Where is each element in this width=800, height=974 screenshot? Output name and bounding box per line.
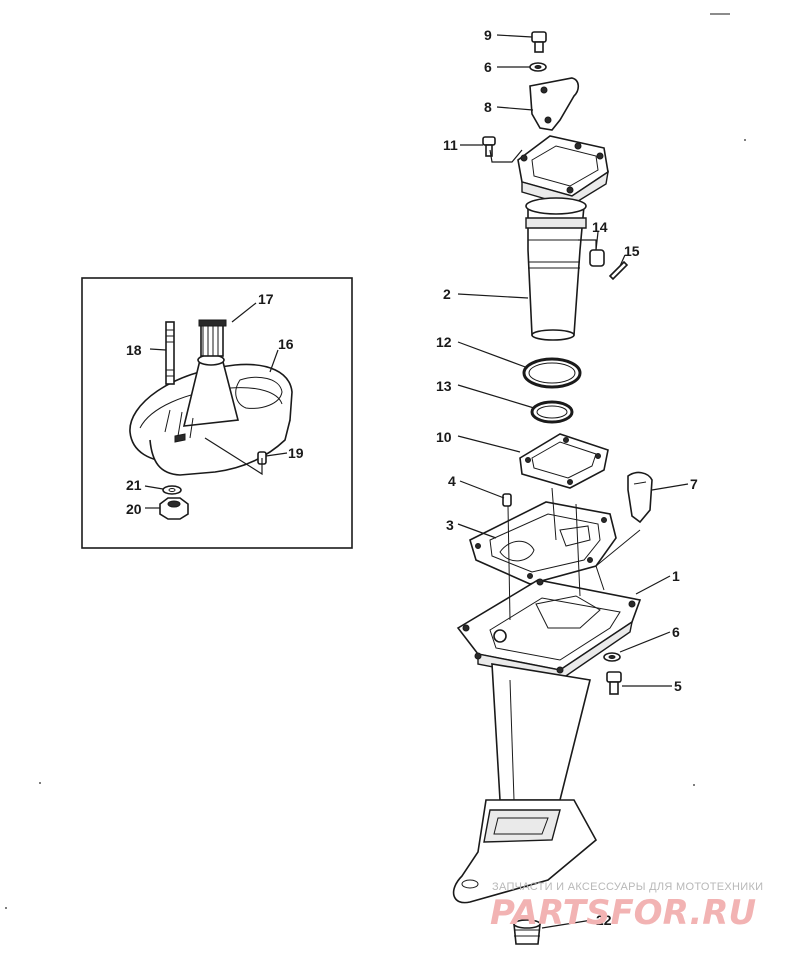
part-exhaust-tube: [525, 197, 587, 341]
part-bracket: [529, 77, 580, 131]
washer: [162, 485, 182, 495]
callout-18: 18: [126, 342, 142, 358]
watermark-brand: PARTSFOR.RU: [490, 893, 756, 933]
callout-10: 10: [436, 429, 452, 445]
callout-5: 5: [674, 678, 682, 694]
callout-6-lower: 6: [672, 624, 680, 640]
part-o-ring-small: [530, 400, 574, 424]
callout-21: 21: [126, 477, 142, 493]
inset-water-pump: 17 18 16 19 21 20: [81, 277, 353, 549]
callout-4: 4: [448, 473, 456, 489]
callout-6-top: 6: [484, 59, 492, 75]
part-o-ring-large: [522, 357, 582, 389]
nut: [159, 497, 189, 520]
main-exploded-view: 9 6 8 11 14 15 2 12 13 10 4 3 7 1 6 5 22: [436, 27, 698, 945]
part-cover: [627, 471, 653, 524]
part-screw-side: [482, 136, 496, 157]
callout-20: 20: [126, 501, 142, 517]
callout-15: 15: [624, 243, 640, 259]
stud: [165, 321, 175, 385]
part-screw-lower: [606, 671, 622, 695]
callout-2: 2: [443, 286, 451, 302]
part-gasket-upper: [519, 433, 609, 489]
watermark-tagline: ЗАПЧАСТИ И АКСЕССУАРЫ ДЛЯ МОТОТЕХНИКИ: [492, 881, 763, 893]
scan-marks: [5, 13, 746, 909]
part-gasket-lower: [469, 501, 617, 585]
part-grommet: [578, 239, 605, 267]
callout-14: 14: [592, 219, 608, 235]
part-screw-top: [531, 31, 547, 53]
callout-1: 1: [672, 568, 680, 584]
callout-8: 8: [484, 99, 492, 115]
part-screw-small: [608, 260, 629, 281]
callout-7: 7: [690, 476, 698, 492]
callout-11: 11: [443, 137, 458, 153]
part-adaptor-plate: [517, 135, 609, 207]
callout-12: 12: [436, 334, 452, 350]
watermark: ЗАПЧАСТИ И АКСЕССУАРЫ ДЛЯ МОТОТЕХНИКИ PA…: [490, 881, 763, 933]
callout-16: 16: [278, 336, 294, 352]
callout-9: 9: [484, 27, 492, 43]
callout-22: 22: [596, 912, 612, 928]
part-dowel: [502, 493, 512, 507]
callout-19: 19: [288, 445, 304, 461]
callout-13: 13: [436, 378, 452, 394]
impeller: [198, 319, 227, 357]
callout-3: 3: [446, 517, 454, 533]
part-plug: [513, 919, 541, 945]
callout-17: 17: [258, 291, 274, 307]
part-drive-shaft-housing: [452, 578, 642, 904]
